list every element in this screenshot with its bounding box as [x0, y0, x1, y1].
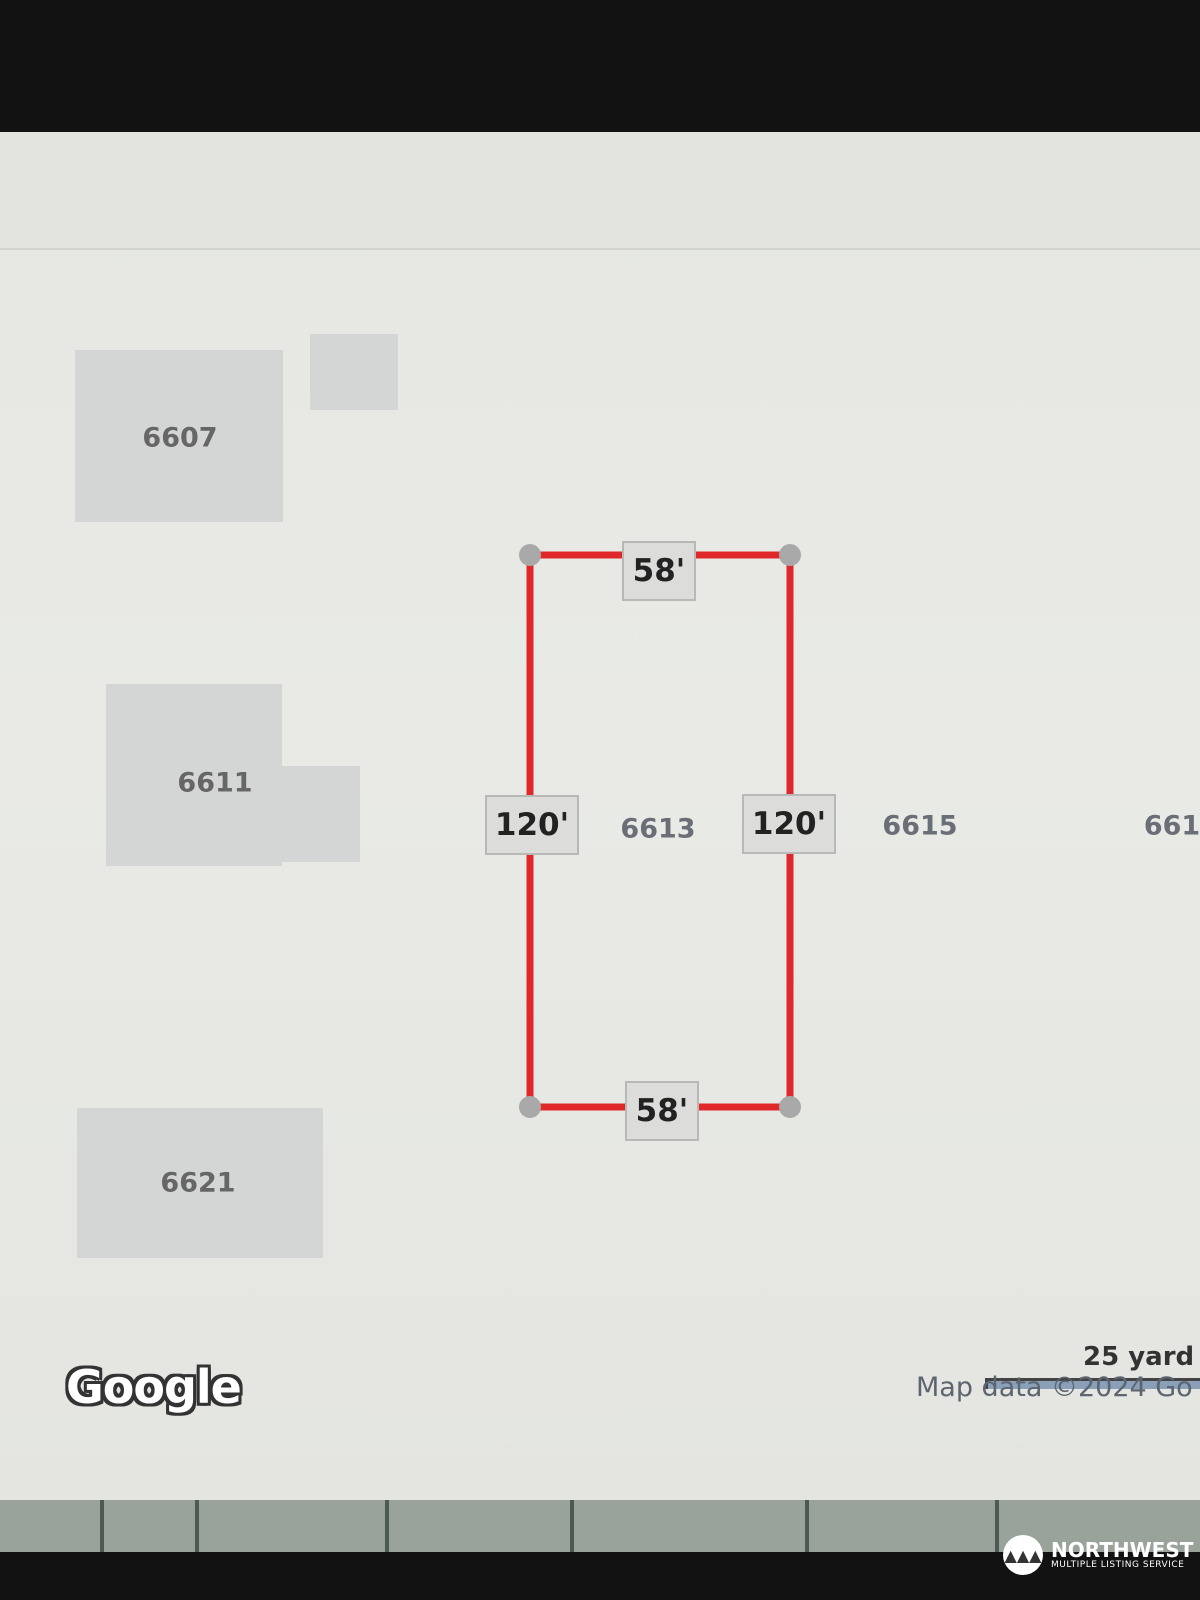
background-strip: [0, 1500, 1200, 1552]
dimension-bottom: 58': [625, 1081, 699, 1141]
watermark-subtitle: MULTIPLE LISTING SERVICE: [1051, 1559, 1185, 1570]
nwmls-logo-icon: ▲▲▲: [1003, 1535, 1043, 1575]
watermark-name: NORTHWEST: [1051, 1537, 1194, 1562]
building-6607-annex: [310, 334, 398, 410]
building-6611-wing: [276, 766, 360, 862]
vertex-handle: [519, 1096, 541, 1118]
scale-label: 25 yard: [1083, 1342, 1195, 1372]
building-6607: [75, 350, 283, 522]
vertex-handle: [779, 544, 801, 566]
vertex-handle: [519, 544, 541, 566]
map-view[interactable]: 6607 6611 6613 6615 661 6621 58' 58' 120…: [0, 132, 1200, 1504]
parcel-label-6621: 6621: [160, 1167, 236, 1199]
parcel-label-6607: 6607: [142, 422, 218, 454]
parcel-label-6613: 6613: [620, 813, 696, 845]
map-attribution[interactable]: Map data ©2024 Go: [916, 1372, 1193, 1403]
parcel-label-6615: 6615: [882, 810, 958, 842]
dimension-right: 120': [742, 794, 836, 854]
map-top-band: [0, 132, 1200, 250]
building-6621: [77, 1108, 323, 1258]
parcel-outline: [519, 544, 801, 1118]
scale-bar: [985, 1378, 1200, 1389]
parcel-label-6611: 6611: [177, 767, 253, 799]
google-logo: Google: [66, 1360, 242, 1414]
vertex-handle: [779, 1096, 801, 1118]
dimension-top: 58': [622, 541, 696, 601]
parcel-label-6617: 661: [1143, 810, 1200, 842]
nwmls-watermark: ▲▲▲ NORTHWEST MULTIPLE LISTING SERVICE: [1003, 1535, 1193, 1575]
building-6611: [106, 684, 282, 866]
dimension-left: 120': [485, 795, 579, 855]
